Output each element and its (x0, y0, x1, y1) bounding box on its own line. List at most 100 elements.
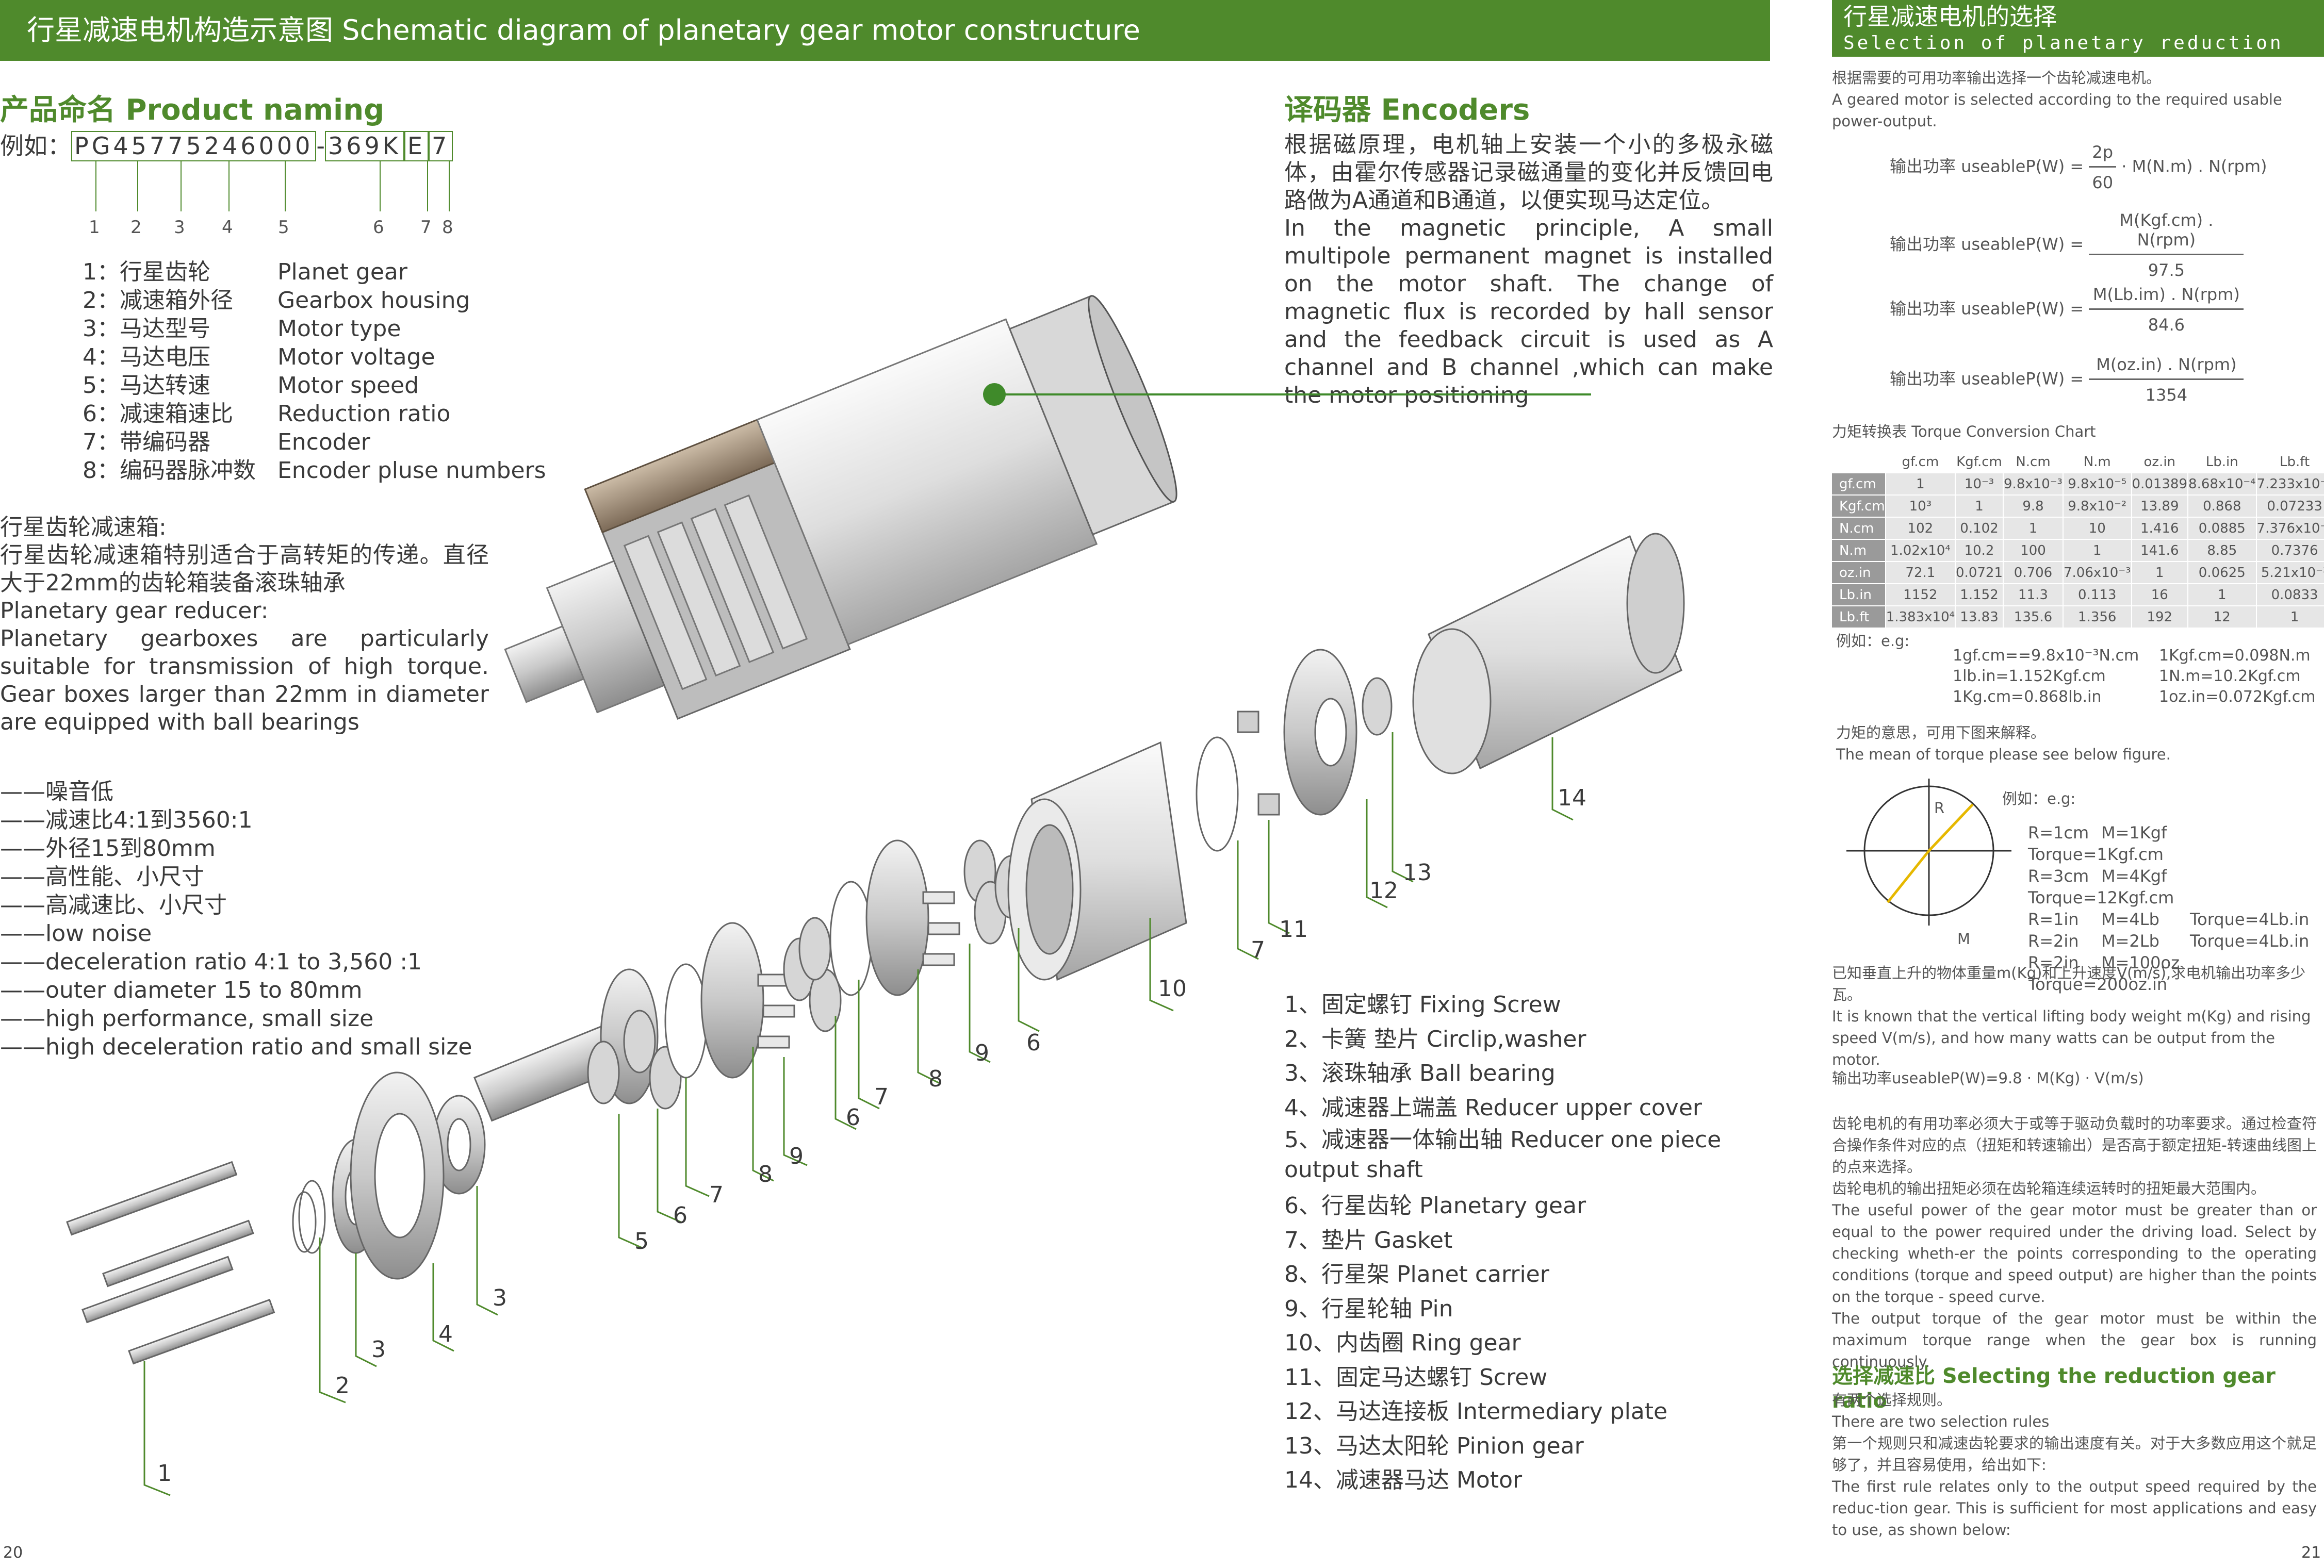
code-dash: - (316, 132, 325, 160)
part-item: 13、马达太阳轮 Pinion gear (1284, 1432, 1584, 1459)
code-leader-8 (449, 161, 450, 211)
useful-power-text: 齿轮电机的有用功率必须大于或等于驱动负载时的功率要求。通过检查符合操作条件对应的… (1832, 1115, 2317, 1371)
washer (298, 1180, 326, 1254)
reducer-en-body: Planetary gearboxes are particularly sui… (0, 625, 489, 735)
reduction-ratio-heading: 选择减速比 Selecting the reduction gear ratio (1832, 1364, 2276, 1413)
feature-item: ——low noise (0, 920, 152, 947)
part-item: 7、垫片 Gasket (1284, 1227, 1453, 1253)
exploded-view (66, 533, 1685, 1365)
feature-item: ——噪音低 (0, 779, 113, 805)
part-item: 3、滚珠轴承 Ball bearing (1284, 1060, 1556, 1086)
features-list: ——噪音低 ——减速比4:1到3560:1 ——外径15到80mm ——高性能、… (0, 778, 472, 1061)
callout-2: 2 (335, 1373, 350, 1399)
code-leader-6 (380, 161, 381, 211)
gasket-1 (664, 963, 708, 1079)
planetary-gear-motor-illustration (66, 295, 1685, 1496)
right-title-en: Selection of planetary reduction motor (1843, 32, 2284, 76)
formula-4: 输出功率 useableP(W) = M(oz.in) . N(rpm)1354 (1890, 355, 2244, 405)
callout-12: 12 (1369, 878, 1398, 904)
selection-intro: 根据需要的可用功率输出选择一个齿轮减速电机。 A geared motor is… (1832, 67, 2317, 132)
part-item: 9、行星轮轴 Pin (1284, 1295, 1453, 1322)
callout-3b: 3 (493, 1285, 507, 1311)
code-position-3: 3 (174, 217, 185, 238)
callout-6c: 6 (1026, 1030, 1041, 1056)
callout-9b: 9 (975, 1040, 989, 1066)
left-page-title-banner: 行星减速电机构造示意图 Schematic diagram of planeta… (0, 0, 1770, 61)
eg2-label: 例如：e.g: (2002, 790, 2076, 807)
circle-m-label: M (1957, 930, 1971, 948)
motor-screws (1237, 711, 1280, 816)
code-position-6: 6 (373, 217, 384, 238)
code-box-ratio: 369K (325, 131, 404, 161)
callout-1: 1 (157, 1460, 172, 1487)
callout-9a: 9 (789, 1143, 804, 1169)
formula-2: 输出功率 useableP(W) = M(Kgf.cm) . N(rpm)97.… (1890, 210, 2244, 280)
selection-rules-text: 有两个选择规则。 There are two selection rules 第… (1832, 1391, 2317, 1539)
code-position-5: 5 (278, 217, 289, 238)
reducer-cn-title: 行星齿轮减速箱: (0, 514, 167, 540)
encoders-cn-body: 根据磁原理，电机轴上安装一个小的多极永磁体，由霍尔传感器记录磁通量的变化并反馈回… (1284, 131, 1773, 213)
planet-carrier-2 (865, 839, 929, 996)
gasket-3 (1196, 736, 1239, 852)
code-leader-5 (285, 161, 286, 211)
selection-intro-cn: 根据需要的可用功率输出选择一个齿轮减速电机。 (1832, 69, 2162, 87)
feature-item: ——高减速比、小尺寸 (0, 892, 227, 918)
torque-conversion-table: gf.cm Kgf.cm N.cm N.m oz.in Lb.in Lb.ft … (1832, 451, 2324, 629)
planet-gear-stage-2 (783, 917, 842, 1032)
feature-item: ——高性能、小尺寸 (0, 864, 204, 890)
part-item: 6、行星齿轮 Planetary gear (1284, 1193, 1586, 1219)
part-item: 5、减速器一体输出轴 Reducer one piece output shaf… (1284, 1127, 1722, 1183)
example-label: 例如： (0, 132, 71, 160)
part-item: 11、固定马达螺钉 Screw (1284, 1364, 1548, 1391)
torque-circle-figure (1846, 779, 2011, 926)
encoders-description: 根据磁原理，电机轴上安装一个小的多极永磁体，由霍尔传感器记录磁通量的变化并反馈回… (1284, 131, 1773, 409)
code-leader-2 (137, 161, 138, 211)
feature-item: ——减速比4:1到3560:1 (0, 807, 253, 833)
lifting-text: 已知垂直上升的物体重量m(Kg)和上升速度V(m/s),求电机输出功率多少瓦。 … (1832, 964, 2311, 1068)
part-item: 14、减速器马达 Motor (1284, 1467, 1523, 1493)
feature-item: ——high deceleration ratio and small size (0, 1034, 472, 1060)
pinion-gear (1362, 677, 1393, 736)
feature-item: ——deceleration ratio 4:1 to 3,560 :1 (0, 949, 422, 975)
assembled-motor (504, 295, 1177, 720)
planet-carrier-1 (700, 922, 764, 1079)
gasket-2 (829, 881, 873, 996)
code-leader-1 (95, 161, 96, 211)
part-item: 12、马达连接板 Intermediary plate (1284, 1398, 1668, 1425)
code-position-8: 8 (442, 217, 453, 238)
code-leader-7 (427, 161, 428, 211)
right-page-title-banner: 行星减速电机的选择 Selection of planetary reducti… (1832, 0, 2324, 76)
ring-gear (1007, 741, 1187, 981)
callout-5: 5 (634, 1228, 649, 1255)
pins-2 (922, 891, 960, 966)
code-box-pulses: 7 (429, 131, 453, 161)
code-position-1: 1 (89, 217, 100, 238)
code-position-7: 7 (420, 217, 432, 238)
circle-r-label: R (1934, 799, 1945, 817)
code-box-encoder: E (404, 131, 429, 161)
reducer-cn-body: 行星齿轮减速箱特别适合于高转矩的传递。直径大于22mm的齿轮箱装备滚珠轴承 (0, 542, 489, 596)
torque-meaning: 力矩的意思，可用下图来解释。 The mean of torque please… (1836, 724, 2171, 763)
product-naming-heading: 产品命名 Product naming (0, 93, 385, 127)
callout-7c: 7 (1251, 937, 1265, 963)
callout-6a: 6 (673, 1202, 688, 1229)
circlip (292, 1191, 317, 1253)
selection-intro-en: A geared motor is selected according to … (1832, 91, 2282, 130)
conversions-right: 1Kgf.cm=0.098N.m 1N.m=10.2Kgf.cm 1oz.in=… (2159, 647, 2316, 706)
part-item: 1、固定螺钉 Fixing Screw (1284, 992, 1561, 1018)
